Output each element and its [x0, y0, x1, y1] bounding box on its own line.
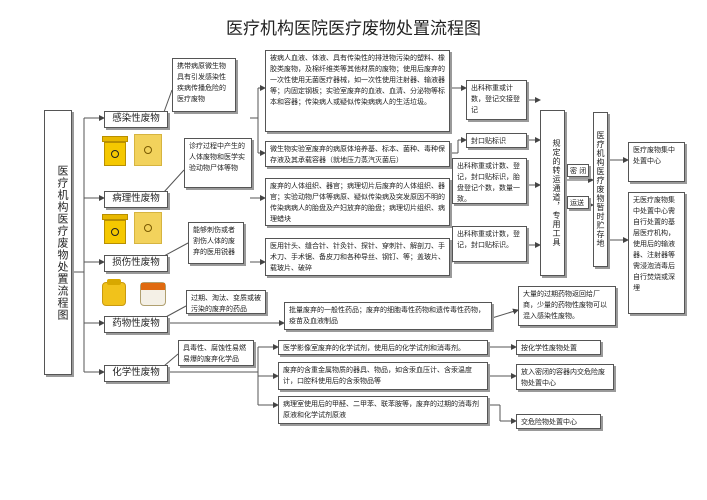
note-infectious: 携带病原微生物具有引发感染性疾病传播危险的医疗废物	[172, 58, 236, 112]
note-pharmaceutical: 过期、淘汰、变质或被污染的废弃的药品	[186, 290, 266, 314]
category-injurious: 损伤性废物	[104, 255, 168, 272]
category-pathological: 病理性废物	[104, 191, 168, 208]
self-disposal-note: 无医疗废物集中处置中心需自行处置的基层医疗机构，使用后的输液器、注射器等需浸泡消…	[628, 192, 685, 314]
disposal-center: 医疗废物集中处置中心	[628, 142, 685, 182]
detail-chemical-1: 医学影像室废弃的化学试剂，使用后的化学试剂和消毒剂。	[278, 340, 488, 355]
note-injurious: 能够刺伤或者割伤人体的废弃的医用锐器	[188, 222, 244, 264]
pathological-bin-icon	[102, 214, 128, 244]
detail-injurious: 医用针头、缝合针、针灸针、探针、穿刺针、解剖刀、手术刀、手术锯、备皮刀和各种导丝…	[265, 238, 450, 276]
category-chemical: 化学性废物	[104, 365, 168, 382]
left-title-box: 医疗机构医疗废物处置流程图	[44, 110, 72, 375]
step-register-1: 出科称重或计数，登记交接登记	[466, 80, 527, 120]
detail-pathological: 废弃的人体组织、器官；病理切片后废弃的人体组织、器官；实验动物尸体等病原、疑似传…	[265, 178, 450, 226]
temporary-storage-text: 医疗机构医疗废物暂时贮存地	[596, 131, 605, 248]
left-title-text: 医疗机构医疗废物处置流程图	[56, 164, 69, 321]
page-title: 医疗机构医院医疗废物处置流程图	[226, 19, 481, 39]
infectious-bag-icon	[134, 134, 162, 166]
sharps-box-icon	[140, 282, 166, 306]
step-seal-label: 封口贴标识	[466, 133, 527, 148]
detail-infectious-1: 被病人血液、体液、具有传染性的排泄物污染的塑料、橡胶类废物，及棉纤维类等其他材质…	[265, 50, 450, 132]
transport-channel-text: 规定的转运通道，专用工具	[552, 139, 561, 247]
temporary-storage: 医疗机构医疗废物暂时贮存地	[593, 112, 608, 267]
infectious-bin-icon	[102, 136, 128, 166]
step-register-2: 出科称重或计数、登记，封口贴标识，胎盘登记个数，数量一致。	[452, 158, 527, 204]
chem-container: 放入密闭的容器内交危险废物处置中心	[516, 364, 614, 390]
note-chemical: 具毒性、腐蚀性易燃易爆的废弃化学品	[178, 340, 254, 366]
category-pharmaceutical: 药物性废物	[104, 316, 168, 333]
detail-pharmaceutical: 批量废弃的一般性药品；废弃的细胞毒性药物和遗传毒性药物，疫苗及血液制品	[284, 302, 492, 330]
detail-infectious-2: 微生物实验室废弃的病原体培养基、标本、菌种、毒种保存液及其承载容器（就地压力蒸汽…	[265, 141, 450, 167]
detail-chemical-2: 废弃的含重金属物质的器具、物品，如含汞血压计、含汞温度计，口腔科使用后的含汞物品…	[278, 362, 488, 390]
category-infectious: 感染性废物	[104, 111, 168, 128]
step-closed: 密 闭	[567, 164, 589, 177]
detail-chemical-3: 病理室使用后的甲醛、二甲苯、联苯胺等，废弃的过期的消毒剂原液和化学试剂原液	[278, 396, 488, 424]
sharps-container-icon	[102, 279, 126, 306]
step-register-3: 出科称重或计数，登记，封口贴标识。	[452, 226, 527, 262]
note-pathological: 诊疗过程中产生的人体废物和医学实验动物尸体等物	[184, 138, 252, 188]
chem-handling: 按化学性废物处置	[516, 340, 601, 355]
transport-channel: 规定的转运通道，专用工具	[540, 110, 565, 276]
step-carry: 运送	[567, 196, 589, 209]
hazard-center: 交危险物处置中心	[516, 414, 601, 429]
pharm-return-note: 大量的过期药物返回给厂商，少量的药物性废物可以混入感染性废物。	[518, 286, 616, 326]
pathological-bag-icon	[134, 212, 162, 244]
